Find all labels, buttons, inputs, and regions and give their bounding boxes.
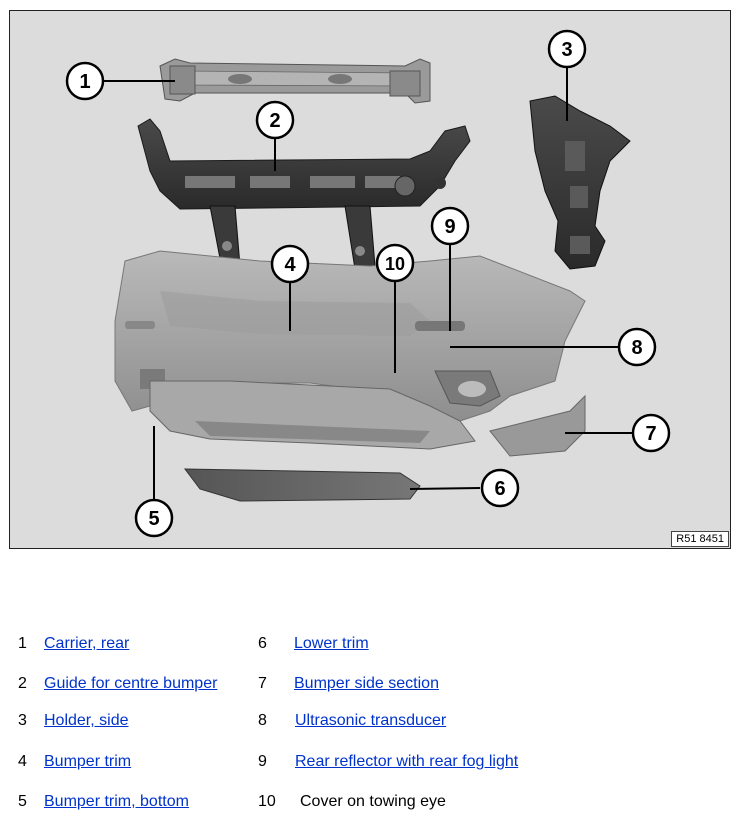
legend-link-rear-reflector-fog-light[interactable]: Rear reflector with rear fog light — [295, 753, 519, 770]
part-guide-centre-bumper — [137, 118, 471, 270]
legend-link-carrier-rear[interactable]: Carrier, rear — [44, 635, 130, 652]
legend-number: 9 — [258, 753, 267, 770]
parts-illustration: 1 2 3 4 5 6 7 8 — [65, 29, 671, 538]
callout-4: 4 — [270, 244, 310, 284]
callout-3: 3 — [547, 29, 587, 69]
legend-number: 2 — [18, 675, 27, 692]
part-bumper-side-section — [489, 394, 586, 457]
part-bumper-trim — [114, 250, 586, 422]
legend-number: 5 — [18, 793, 27, 810]
legend-number: 10 — [258, 793, 276, 810]
legend-number: 3 — [18, 712, 27, 729]
legend-number: 1 — [18, 635, 27, 652]
leader-lines — [104, 67, 632, 501]
callout-9: 9 — [430, 206, 470, 246]
legend-link-bumper-trim[interactable]: Bumper trim — [44, 753, 132, 770]
svg-text:10: 10 — [385, 254, 405, 274]
legend-link-holder-side[interactable]: Holder, side — [44, 712, 129, 729]
legend-link-ultrasonic-transducer[interactable]: Ultrasonic transducer — [295, 712, 447, 729]
legend-text-cover-towing-eye: Cover on towing eye — [300, 793, 446, 810]
svg-text:2: 2 — [269, 110, 280, 132]
callout-7: 7 — [631, 413, 671, 453]
svg-text:8: 8 — [631, 337, 642, 359]
svg-text:6: 6 — [494, 478, 505, 500]
legend-number: 8 — [258, 712, 267, 729]
legend-number: 6 — [258, 635, 267, 652]
part-holder-side — [529, 95, 631, 270]
part-carrier-rear — [159, 58, 431, 104]
exploded-parts-figure: 1 2 3 4 5 6 7 8 — [9, 10, 731, 549]
part-bumper-trim-bottom — [149, 380, 476, 450]
callout-2: 2 — [255, 100, 295, 140]
callout-10: 10 — [375, 243, 415, 283]
callout-6: 6 — [480, 468, 520, 508]
part-lower-trim — [183, 468, 421, 502]
legend-link-bumper-side-section[interactable]: Bumper side section — [294, 675, 439, 692]
legend-number: 7 — [258, 675, 267, 692]
svg-text:3: 3 — [561, 39, 572, 61]
callout-5: 5 — [134, 498, 174, 538]
legend-link-bumper-trim-bottom[interactable]: Bumper trim, bottom — [44, 793, 189, 810]
svg-text:9: 9 — [444, 216, 455, 238]
callout-8: 8 — [617, 327, 657, 367]
legend-number: 4 — [18, 753, 27, 770]
svg-text:5: 5 — [148, 508, 159, 530]
svg-text:1: 1 — [79, 71, 90, 93]
figure-reference-code: R51 8451 — [671, 531, 729, 547]
legend-link-lower-trim[interactable]: Lower trim — [294, 635, 369, 652]
callout-1: 1 — [65, 61, 105, 101]
legend-link-guide-centre-bumper[interactable]: Guide for centre bumper — [44, 675, 218, 692]
svg-text:4: 4 — [284, 254, 296, 276]
svg-text:7: 7 — [645, 423, 656, 445]
